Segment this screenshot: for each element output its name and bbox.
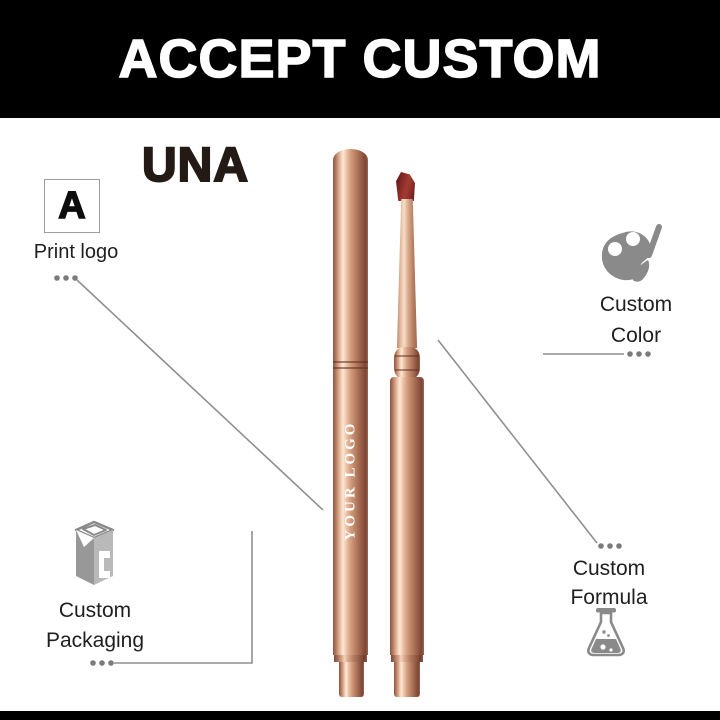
custom-color-line1: Custom [599, 293, 673, 316]
custom-formula-label: Custom Formula [549, 554, 669, 612]
custom-formula-dots [598, 543, 622, 549]
pencil-open-barrel [390, 377, 424, 655]
pencil-open-base-ring [391, 655, 423, 662]
pencil-engraving-text: YOUR LOGO [342, 420, 359, 541]
print-logo-label: Print logo [33, 241, 119, 263]
custom-formula-line2: Formula [570, 586, 648, 609]
print-logo-dots [54, 275, 78, 281]
flask-icon [587, 608, 625, 657]
brand-logo: UNA [141, 138, 249, 193]
pencil-nose-cone [396, 199, 418, 348]
custom-packaging-line1: Custom [58, 599, 132, 622]
palette-icon [601, 224, 662, 282]
letter-a-icon: A [44, 179, 100, 233]
custom-formula-line1: Custom [572, 557, 646, 580]
banner-title: ACCEPT CUSTOM [118, 28, 602, 90]
package-box-icon [74, 520, 115, 585]
print-logo-connector-line [76, 279, 324, 511]
pencil-liner-tip [396, 172, 415, 201]
pencil-collar-ring [395, 369, 419, 371]
custom-packaging-label: Custom Packaging [21, 596, 169, 656]
custom-color-dots [627, 351, 651, 357]
bottom-border-strip [0, 711, 720, 720]
pencil-capped-base-ring [334, 655, 367, 662]
pencil-capped-base-cap [339, 662, 364, 697]
pencil-open-base-cap [394, 662, 420, 697]
custom-color-line2: Color [610, 324, 662, 347]
custom-color-label: Custom Color [576, 289, 696, 351]
custom-packaging-line2: Packaging [45, 629, 145, 652]
custom-formula-connector-line [437, 339, 598, 544]
custom-packaging-dots [90, 660, 114, 666]
pencil-collar-ring [395, 355, 419, 357]
pencil-collar [394, 347, 420, 379]
pencil-capped-body [333, 149, 368, 655]
pencil-cap-seam [333, 361, 368, 363]
pencil-cap-seam [333, 367, 368, 369]
letter-a-glyph: A [58, 184, 87, 228]
top-banner: ACCEPT CUSTOM [0, 0, 720, 118]
